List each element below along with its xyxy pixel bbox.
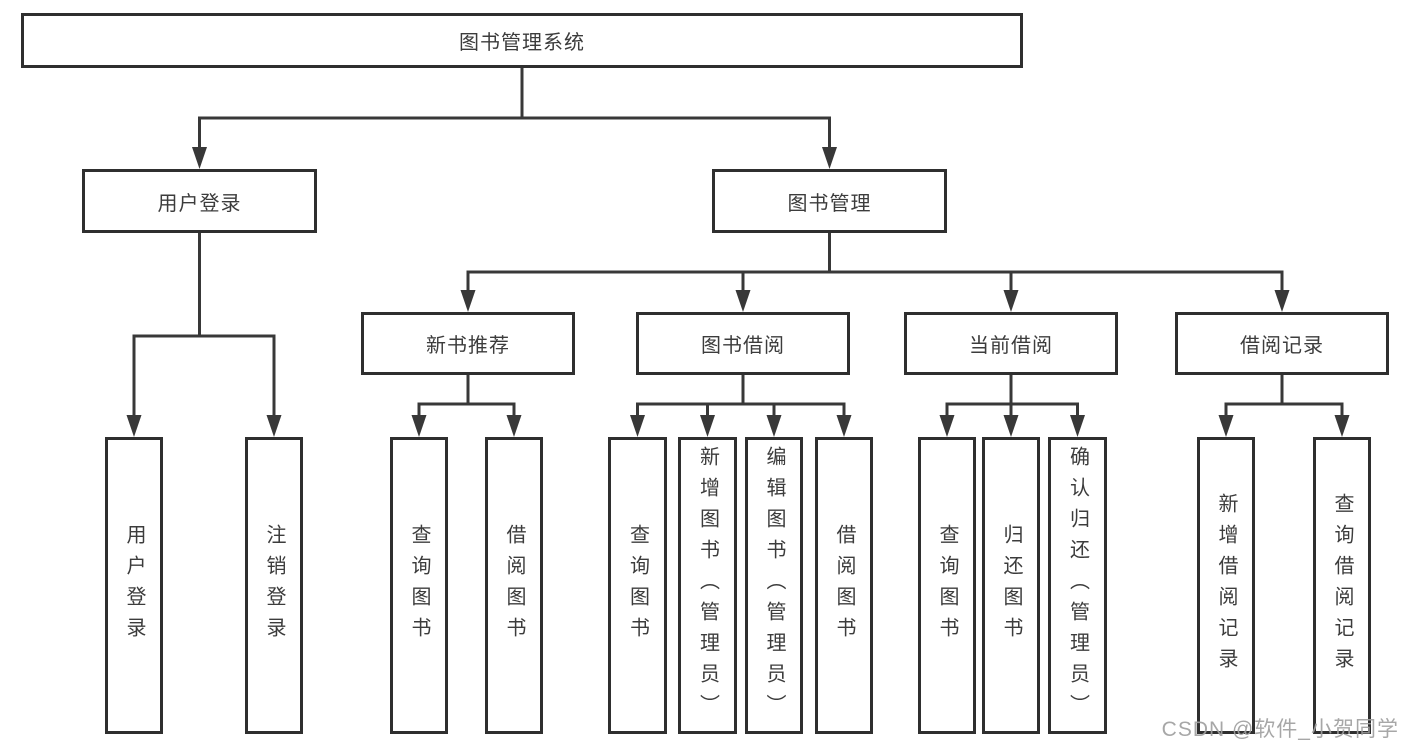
node-root: 图书管理系统 — [21, 13, 1023, 68]
leaf-query-books-borrowing-label: 查询图书 — [626, 523, 649, 648]
leaf-add-book-admin-label: 新增图书（管理员） — [696, 446, 719, 725]
leaf-add-borrow-record: 新增借阅记录 — [1197, 437, 1255, 734]
leaf-query-borrow-record: 查询借阅记录 — [1313, 437, 1371, 734]
node-book-management: 图书管理 — [712, 169, 947, 233]
leaf-borrow-books-recommendation: 借阅图书 — [485, 437, 543, 734]
leaf-borrow-books-borrowing-label: 借阅图书 — [833, 523, 855, 648]
leaf-query-books-borrowing: 查询图书 — [608, 437, 667, 734]
node-current-borrowing: 当前借阅 — [904, 312, 1118, 375]
node-borrowing-records-label: 借阅记录 — [1240, 335, 1324, 357]
node-current-borrowing-label: 当前借阅 — [969, 335, 1053, 357]
leaf-confirm-return-admin: 确认归还（管理员） — [1048, 437, 1107, 734]
leaf-return-books-label: 归还图书 — [1000, 523, 1022, 648]
leaf-logout-label: 注销登录 — [263, 523, 285, 648]
leaf-query-borrow-record-label: 查询借阅记录 — [1331, 492, 1353, 679]
leaf-query-books-current: 查询图书 — [918, 437, 976, 734]
leaf-borrow-books-borrowing: 借阅图书 — [815, 437, 873, 734]
node-new-book-recommendation: 新书推荐 — [361, 312, 575, 375]
node-user-login: 用户登录 — [82, 169, 317, 233]
node-user-login-label: 用户登录 — [157, 192, 242, 215]
node-book-borrowing-label: 图书借阅 — [701, 335, 785, 357]
arrowheads — [126, 147, 1350, 437]
leaf-return-books: 归还图书 — [982, 437, 1040, 734]
leaf-query-books-current-label: 查询图书 — [936, 523, 958, 648]
node-book-management-label: 图书管理 — [787, 192, 872, 215]
leaf-user-login-label: 用户登录 — [123, 523, 145, 648]
leaf-edit-book-admin: 编辑图书（管理员） — [745, 437, 803, 734]
node-new-book-recommendation-label: 新书推荐 — [426, 335, 510, 357]
node-book-borrowing: 图书借阅 — [636, 312, 850, 375]
leaf-query-books-recommendation: 查询图书 — [390, 437, 448, 734]
node-borrowing-records: 借阅记录 — [1175, 312, 1389, 375]
leaf-borrow-books-recommendation-label: 借阅图书 — [503, 523, 525, 648]
leaf-logout: 注销登录 — [245, 437, 303, 734]
leaf-edit-book-admin-label: 编辑图书（管理员） — [763, 446, 785, 725]
leaf-user-login: 用户登录 — [105, 437, 163, 734]
leaf-add-borrow-record-label: 新增借阅记录 — [1215, 492, 1237, 679]
leaf-confirm-return-admin-label: 确认归还（管理员） — [1066, 446, 1089, 725]
watermark: CSDN @软件_小贺同学 — [1161, 718, 1399, 741]
leaf-add-book-admin: 新增图书（管理员） — [678, 437, 737, 734]
node-root-label: 图书管理系统 — [459, 32, 585, 54]
leaf-query-books-recommendation-label: 查询图书 — [408, 523, 430, 648]
